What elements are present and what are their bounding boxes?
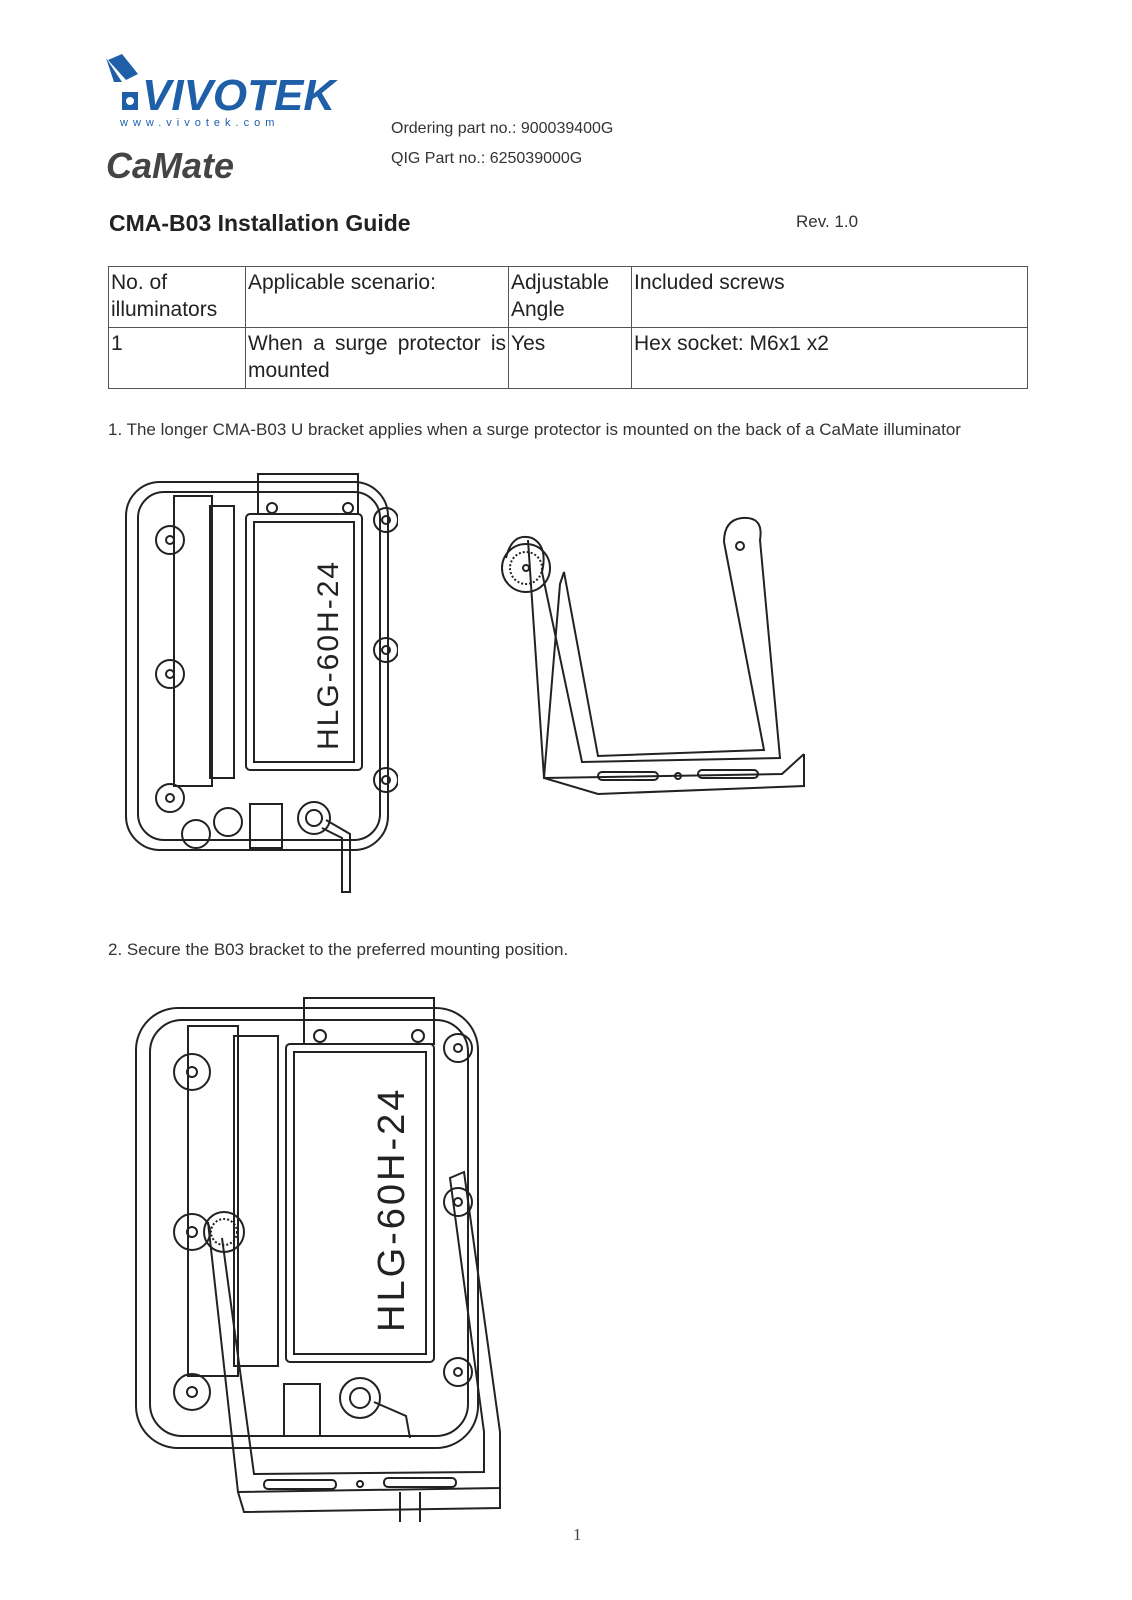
illuminator-drawing: HLG-60H-24 [125,473,398,893]
table-cell: Yes [508,327,632,389]
table-header-row: No. of illuminators Applicable scenario:… [108,266,1028,328]
figure-2-label: HLG-60H-24 [371,1087,413,1332]
page-number: 1 [573,1525,582,1544]
table-header-cell: No. of illuminators [108,266,246,328]
brand-url: www.vivotek.com [119,117,279,129]
mounted-illuminator-drawing: HLG-60H-24 [135,997,501,1522]
sub-brand-name: CaMate [106,145,234,186]
step-2-text: 2. Secure the B03 bracket to the preferr… [108,940,569,959]
ordering-part-number: Ordering part no.: 900039400G [391,120,614,137]
table-row: 1 When a surge protector is mounted Yes … [108,327,1028,389]
spec-table: No. of illuminators Applicable scenario:… [108,266,1028,389]
table-cell: When a surge protector is mounted [245,327,509,389]
qig-part-number: QIG Part no.: 625039000G [391,150,583,167]
brand-name: VIVOTEK [142,71,338,120]
revision: Rev. 1.0 [796,212,859,231]
step-1-text: 1. The longer CMA-B03 U bracket applies … [108,420,961,439]
table-cell: 1 [108,327,246,389]
table-header-cell: Included screws [631,266,1028,328]
table-header-cell: Adjustable Angle [508,266,632,328]
table-cell: Hex socket: M6x1 x2 [631,327,1028,389]
figure-1-label: HLG-60H-24 [312,560,345,750]
camate-logo: CaMate [106,145,234,186]
vivotek-logo: VIVOTEK www.vivotek.com [106,54,338,129]
u-bracket-drawing [501,516,805,796]
page-title: CMA-B03 Installation Guide [109,210,411,236]
table-header-cell: Applicable scenario: [245,266,509,328]
